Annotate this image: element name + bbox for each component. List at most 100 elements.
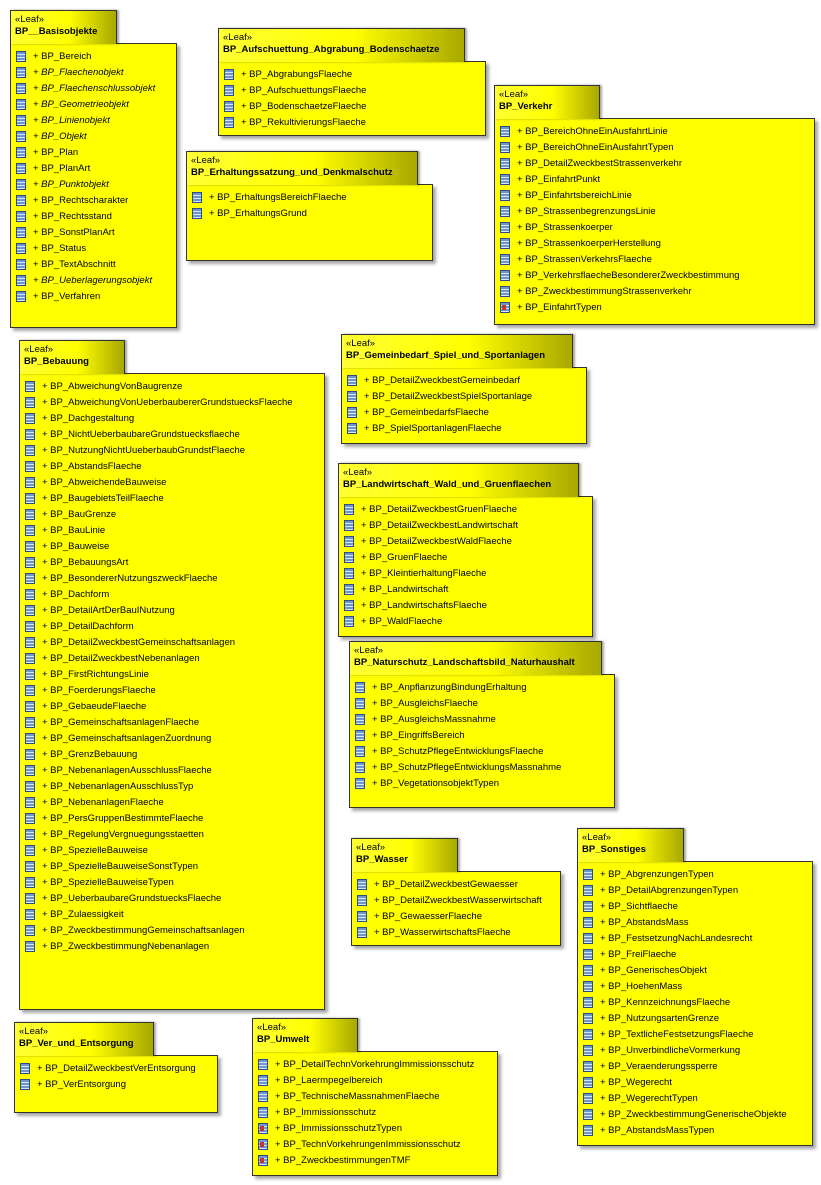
package-element[interactable]: + BP_DetailZweckbestWasserwirtschaft bbox=[352, 893, 560, 909]
package-element[interactable]: + BP_WaldFlaeche bbox=[339, 614, 592, 630]
package-element[interactable]: + BP_AufschuettungsFlaeche bbox=[219, 83, 485, 99]
package-element[interactable]: + BP_DetailZweckbestGemeinbedarf bbox=[342, 373, 586, 389]
package-element[interactable]: + BP_RegelungVergnuegungsstaetten bbox=[20, 827, 324, 843]
package-element[interactable]: + BP_GebaeudeFlaeche bbox=[20, 699, 324, 715]
package-tab[interactable]: «Leaf»BP_Umwelt bbox=[252, 1018, 358, 1052]
package-element[interactable]: + BP_DetailZweckbestStrassenverkehr bbox=[495, 156, 814, 172]
package-element[interactable]: + BP_AbstandsFlaeche bbox=[20, 459, 324, 475]
package-element[interactable]: + BP_AbstandsMass bbox=[578, 915, 812, 931]
package-element[interactable]: + BP_SonstPlanArt bbox=[11, 225, 176, 241]
package-bebauung[interactable]: + BP_AbweichungVonBaugrenze+ BP_Abweichu… bbox=[19, 340, 325, 1010]
package-tab[interactable]: «Leaf»BP_Verkehr bbox=[494, 85, 600, 119]
package-ver-und-entsorgung[interactable]: + BP_DetailZweckbestVerEntsorgung+ BP_Ve… bbox=[14, 1022, 218, 1113]
package-element[interactable]: + BP_WasserwirtschaftsFlaeche bbox=[352, 925, 560, 941]
package-element[interactable]: + BP_EinfahrtsbereichLinie bbox=[495, 188, 814, 204]
package-element[interactable]: + BP_NichtUeberbaubareGrundstuecksflaech… bbox=[20, 427, 324, 443]
package-element[interactable]: + BP_Punktobjekt bbox=[11, 177, 176, 193]
package-element[interactable]: + BP_DetailZweckbestLandwirtschaft bbox=[339, 518, 592, 534]
package-element[interactable]: + BP_SpezielleBauweiseSonstTypen bbox=[20, 859, 324, 875]
package-element[interactable]: + BP_ErhaltungsBereichFlaeche bbox=[187, 190, 432, 206]
package-element[interactable]: + BP_VerEntsorgung bbox=[15, 1077, 217, 1093]
package-element[interactable]: + BP_StrassenVerkehrsFlaeche bbox=[495, 252, 814, 268]
package-element[interactable]: + BP_TechnVorkehrungenImmissionsschutz bbox=[253, 1137, 497, 1153]
package-element[interactable]: + BP_DetailZweckbestSpielSportanlage bbox=[342, 389, 586, 405]
package-element[interactable]: + BP_DetailTechnVorkehrungImmissionsschu… bbox=[253, 1057, 497, 1073]
package-element[interactable]: + BP_Bauweise bbox=[20, 539, 324, 555]
package-aufschuettung-abgrabung-bodenschaetze[interactable]: + BP_AbgrabungsFlaeche+ BP_Aufschuettung… bbox=[218, 28, 486, 136]
package-element[interactable]: + BP_NebenanlagenAusschlussTyp bbox=[20, 779, 324, 795]
package-basisobjekte[interactable]: + BP_Bereich+ BP_Flaechenobjekt+ BP_Flae… bbox=[10, 10, 177, 328]
package-element[interactable]: + BP_Veraenderungssperre bbox=[578, 1059, 812, 1075]
package-element[interactable]: + BP_Zulaessigkeit bbox=[20, 907, 324, 923]
package-element[interactable]: + BP_Strassenkoerper bbox=[495, 220, 814, 236]
package-element[interactable]: + BP_UeberbaubareGrundstuecksFlaeche bbox=[20, 891, 324, 907]
package-element[interactable]: + BP_DetailZweckbestVerEntsorgung bbox=[15, 1061, 217, 1077]
package-wasser[interactable]: + BP_DetailZweckbestGewaesser+ BP_Detail… bbox=[351, 838, 561, 946]
package-element[interactable]: + BP_NebenanlagenFlaeche bbox=[20, 795, 324, 811]
package-element[interactable]: + BP_SchutzPflegeEntwicklungsMassnahme bbox=[350, 760, 614, 776]
package-element[interactable]: + BP_ZweckbestimmungStrassenverkehr bbox=[495, 284, 814, 300]
package-element[interactable]: + BP_TechnischeMassnahmenFlaeche bbox=[253, 1089, 497, 1105]
package-element[interactable]: + BP_Ueberlagerungsobjekt bbox=[11, 273, 176, 289]
package-element[interactable]: + BP_ZweckbestimmungenTMF bbox=[253, 1153, 497, 1169]
package-element[interactable]: + BP_TextlicheFestsetzungsFlaeche bbox=[578, 1027, 812, 1043]
package-element[interactable]: + BP_FoerderungsFlaeche bbox=[20, 683, 324, 699]
package-element[interactable]: + BP_DetailZweckbestWaldFlaeche bbox=[339, 534, 592, 550]
package-element[interactable]: + BP_BebauungsArt bbox=[20, 555, 324, 571]
package-element[interactable]: + BP_KennzeichnungsFlaeche bbox=[578, 995, 812, 1011]
package-element[interactable]: + BP_Dachform bbox=[20, 587, 324, 603]
package-element[interactable]: + BP_Dachgestaltung bbox=[20, 411, 324, 427]
package-element[interactable]: + BP_DetailZweckbestGewaesser bbox=[352, 877, 560, 893]
package-element[interactable]: + BP_DetailArtDerBauINutzung bbox=[20, 603, 324, 619]
package-element[interactable]: + BP_Wegerecht bbox=[578, 1075, 812, 1091]
package-element[interactable]: + BP_DetailZweckbestNebenanlagen bbox=[20, 651, 324, 667]
package-element[interactable]: + BP_NebenanlagenAusschlussFlaeche bbox=[20, 763, 324, 779]
package-tab[interactable]: «Leaf»BP_Naturschutz_Landschaftsbild_Nat… bbox=[349, 641, 602, 675]
package-tab[interactable]: «Leaf»BP_Erhaltungssatzung_und_Denkmalsc… bbox=[186, 151, 418, 185]
package-element[interactable]: + BP_FreiFlaeche bbox=[578, 947, 812, 963]
package-element[interactable]: + BP_AbweichungVonBaugrenze bbox=[20, 379, 324, 395]
package-element[interactable]: + BP_GemeinschaftsanlagenZuordnung bbox=[20, 731, 324, 747]
package-element[interactable]: + BP_BereichOhneEinAusfahrtTypen bbox=[495, 140, 814, 156]
package-element[interactable]: + BP_BaugebietsTeilFlaeche bbox=[20, 491, 324, 507]
package-element[interactable]: + BP_StrassenkoerperHerstellung bbox=[495, 236, 814, 252]
package-element[interactable]: + BP_GewaesserFlaeche bbox=[352, 909, 560, 925]
package-element[interactable]: + BP_AbgrabungsFlaeche bbox=[219, 67, 485, 83]
package-element[interactable]: + BP_Immissionsschutz bbox=[253, 1105, 497, 1121]
package-tab[interactable]: «Leaf»BP_Landwirtschaft_Wald_und_Gruenfl… bbox=[338, 463, 579, 497]
package-element[interactable]: + BP_DetailZweckbestGemeinschaftsanlagen bbox=[20, 635, 324, 651]
package-tab[interactable]: «Leaf»BP_Gemeinbedarf_Spiel_und_Sportanl… bbox=[341, 334, 573, 368]
package-element[interactable]: + BP_SpielSportanlagenFlaeche bbox=[342, 421, 586, 437]
package-element[interactable]: + BP_Flaechenobjekt bbox=[11, 65, 176, 81]
package-element[interactable]: + BP_AbweichungVonUeberbaubererGrundstue… bbox=[20, 395, 324, 411]
package-element[interactable]: + BP_AusgleichsFlaeche bbox=[350, 696, 614, 712]
package-tab[interactable]: «Leaf»BP_Wasser bbox=[351, 838, 458, 872]
package-element[interactable]: + BP_RekultivierungsFlaeche bbox=[219, 115, 485, 131]
package-element[interactable]: + BP_VerkehrsflaecheBesondererZweckbesti… bbox=[495, 268, 814, 284]
package-element[interactable]: + BP_Geometrieobjekt bbox=[11, 97, 176, 113]
package-element[interactable]: + BP_ZweckbestimmungGemeinschaftsanlagen bbox=[20, 923, 324, 939]
package-element[interactable]: + BP_Rechtsstand bbox=[11, 209, 176, 225]
package-element[interactable]: + BP_Rechtscharakter bbox=[11, 193, 176, 209]
package-tab[interactable]: «Leaf»BP_Bebauung bbox=[19, 340, 125, 374]
package-element[interactable]: + BP_AbstandsMassTypen bbox=[578, 1123, 812, 1139]
package-element[interactable]: + BP_Verfahren bbox=[11, 289, 176, 305]
package-element[interactable]: + BP_BesondererNutzungszweckFlaeche bbox=[20, 571, 324, 587]
package-element[interactable]: + BP_EinfahrtTypen bbox=[495, 300, 814, 316]
package-element[interactable]: + BP_DetailDachform bbox=[20, 619, 324, 635]
package-element[interactable]: + BP_GemeinbedarfsFlaeche bbox=[342, 405, 586, 421]
package-element[interactable]: + BP_BauLinie bbox=[20, 523, 324, 539]
package-element[interactable]: + BP_KleintierhaltungFlaeche bbox=[339, 566, 592, 582]
package-erhaltungssatzung-und-denkmalschutz[interactable]: + BP_ErhaltungsBereichFlaeche+ BP_Erhalt… bbox=[186, 151, 433, 261]
package-element[interactable]: + BP_Status bbox=[11, 241, 176, 257]
package-gemeinbedarf-spiel-und-sportanlagen[interactable]: + BP_DetailZweckbestGemeinbedarf+ BP_Det… bbox=[341, 334, 587, 444]
package-element[interactable]: + BP_Objekt bbox=[11, 129, 176, 145]
package-tab[interactable]: «Leaf»BP_Ver_und_Entsorgung bbox=[14, 1022, 154, 1056]
package-umwelt[interactable]: + BP_DetailTechnVorkehrungImmissionsschu… bbox=[252, 1018, 498, 1176]
package-element[interactable]: + BP_FestsetzungNachLandesrecht bbox=[578, 931, 812, 947]
package-landwirtschaft-wald-und-gruenflaechen[interactable]: + BP_DetailZweckbestGruenFlaeche+ BP_Det… bbox=[338, 463, 593, 637]
package-naturschutz-landschaftsbild-naturhaushalt[interactable]: + BP_AnpflanzungBindungErhaltung+ BP_Aus… bbox=[349, 641, 615, 808]
package-element[interactable]: + BP_Plan bbox=[11, 145, 176, 161]
package-element[interactable]: + BP_LandwirtschaftsFlaeche bbox=[339, 598, 592, 614]
package-element[interactable]: + BP_GrenzBebauung bbox=[20, 747, 324, 763]
